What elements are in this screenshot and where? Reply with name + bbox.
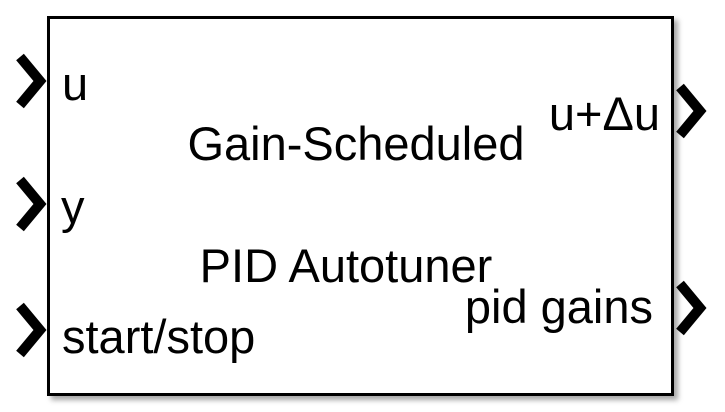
gain-scheduled-pid-autotuner-block[interactable] [47,16,674,396]
input-port-label-u: u [62,57,89,110]
block-title-line1: Gain-Scheduled [187,117,525,170]
input-port-icon-u[interactable] [16,52,50,110]
output-port-label-u-plus-delta-u: u+Δu [548,87,660,140]
input-port-label-y: y [61,180,85,233]
output-port-label-pid-gains: pid gains [464,280,653,333]
output-port-icon-u-plus-delta-u[interactable] [676,82,710,140]
input-port-icon-y[interactable] [16,175,50,233]
input-port-label-start-stop: start/stop [62,310,256,363]
input-port-icon-start-stop[interactable] [16,301,50,359]
output-port-icon-pid-gains[interactable] [676,279,710,337]
block-title-line2: PID Autotuner [199,239,493,292]
